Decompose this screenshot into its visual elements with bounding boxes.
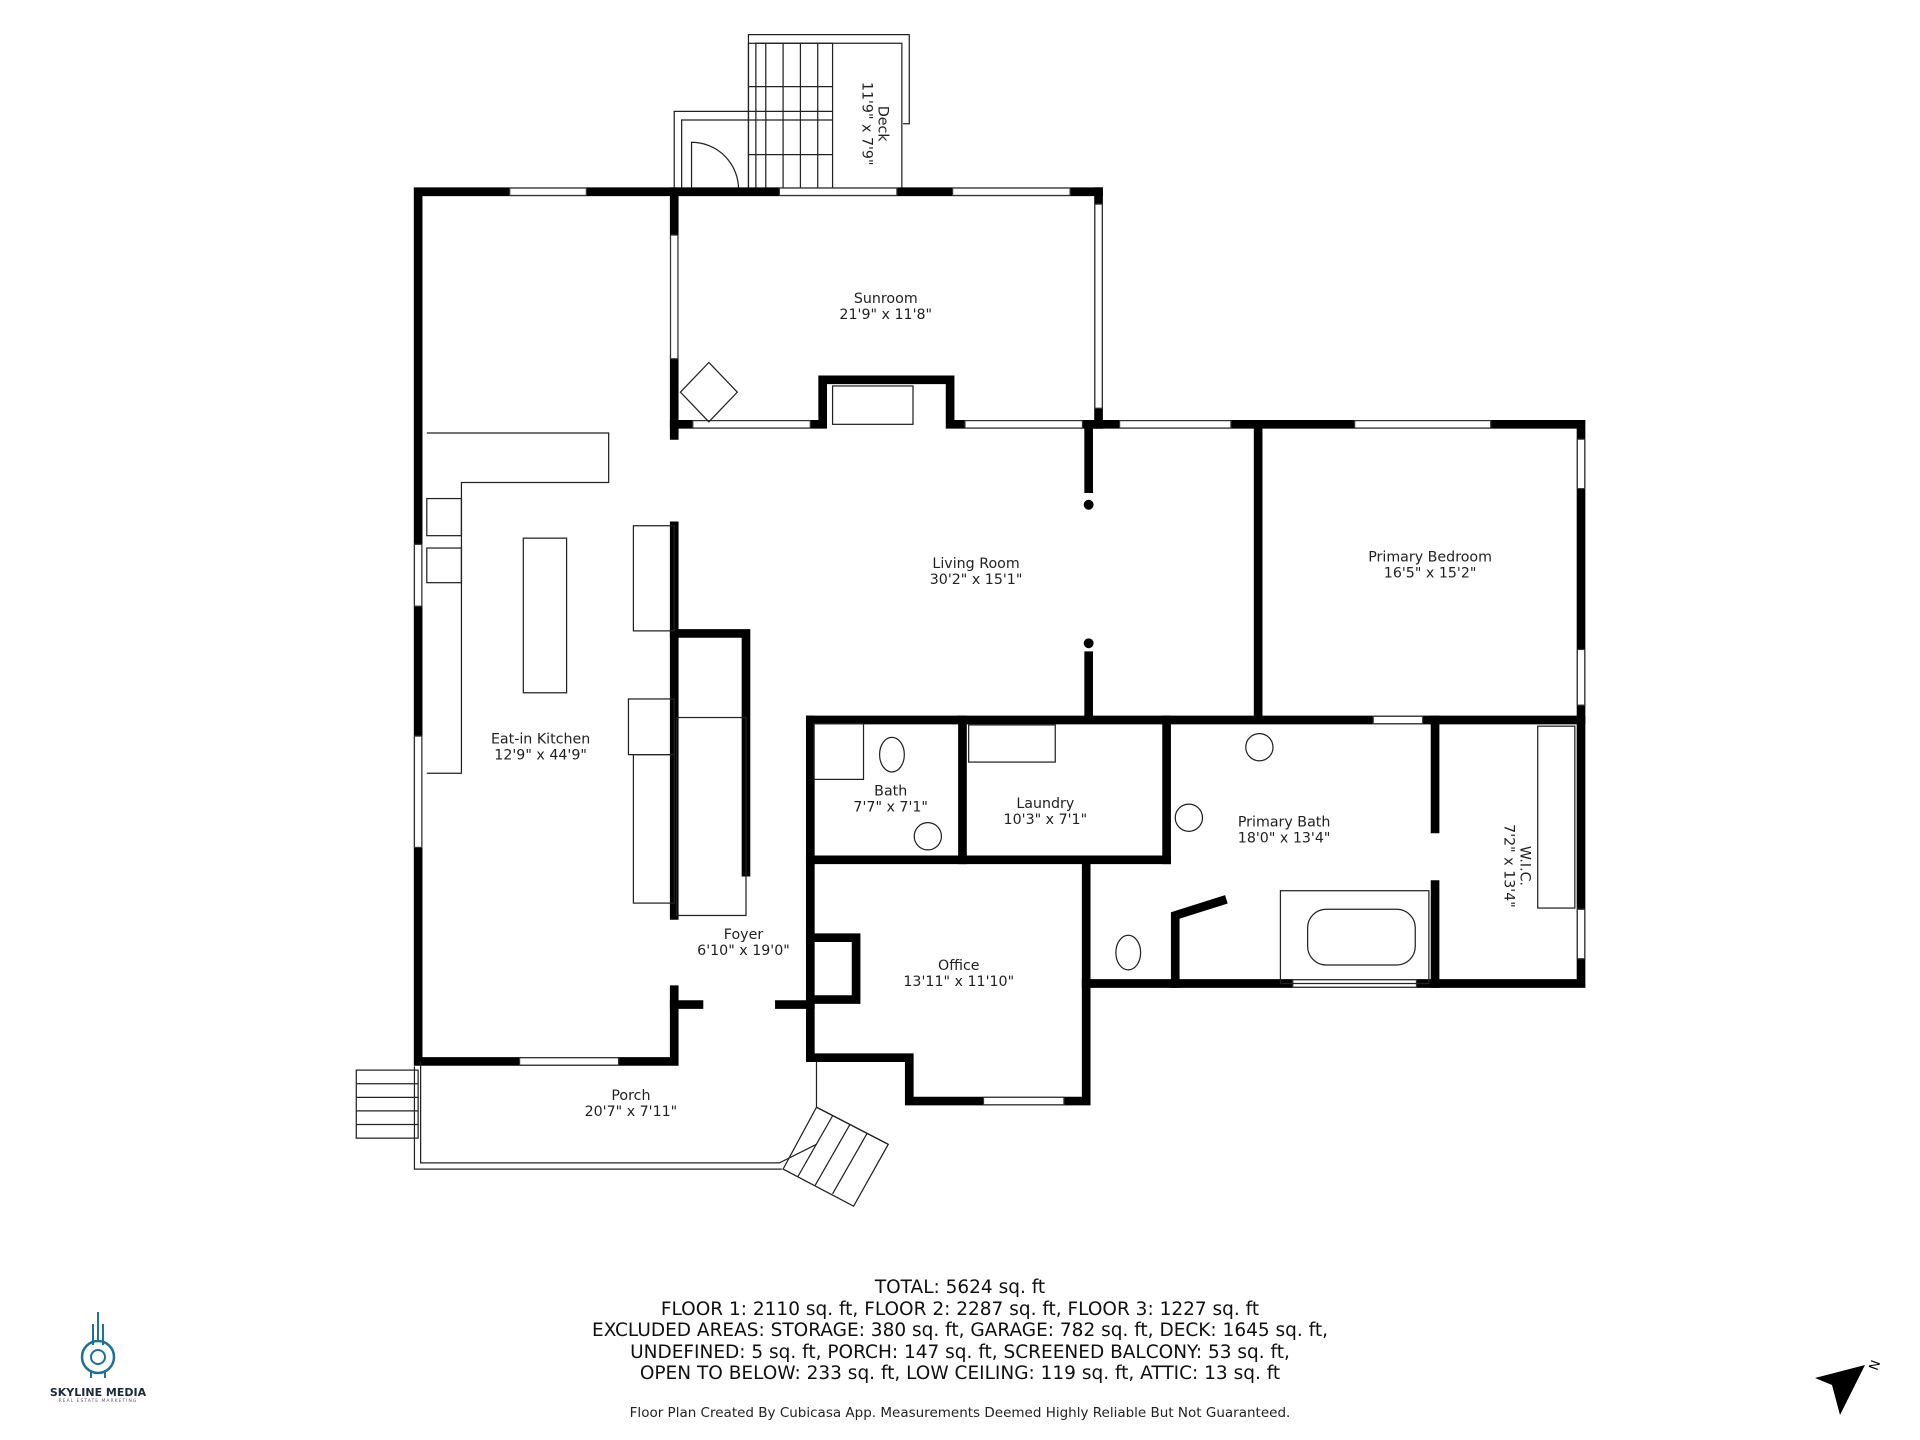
area-summary: TOTAL: 5624 sq. ft FLOOR 1: 2110 sq. ft,… xyxy=(0,1277,1920,1385)
stove-heater-icon xyxy=(679,361,739,423)
room-size: 21'9" x 11'8" xyxy=(839,307,932,323)
room-name: Primary Bedroom xyxy=(1368,550,1492,566)
bathtub-icon xyxy=(1307,908,1416,966)
room-name: Living Room xyxy=(932,556,1019,572)
room-size: 7'7" x 7'1" xyxy=(853,800,928,816)
porch-stairs-left xyxy=(355,1069,419,1139)
porch-stairs-right xyxy=(782,1106,890,1208)
kitchen-sink-icon xyxy=(426,547,463,584)
sink-icon xyxy=(1174,803,1204,832)
interior-stairs xyxy=(676,716,747,917)
room-size: 20'7" x 7'11" xyxy=(585,1104,678,1120)
disclaimer: Floor Plan Created By Cubicasa App. Meas… xyxy=(629,1405,1291,1421)
room-size: 30'2" x 15'1" xyxy=(930,572,1023,588)
floor-areas: FLOOR 1: 2110 sq. ft, FLOOR 2: 2287 sq. … xyxy=(660,1298,1260,1320)
walls xyxy=(413,187,1586,1106)
washer-dryer-icon xyxy=(968,724,1056,763)
svg-text:Deck: Deck xyxy=(874,106,890,143)
room-name: Sunroom xyxy=(854,291,918,307)
windows xyxy=(413,187,1586,1106)
room-name: Eat-in Kitchen xyxy=(491,732,590,748)
kitchen-island xyxy=(522,537,568,694)
sink-icon xyxy=(1245,732,1274,762)
room-labels: Deck 11'9" x 7'9" Sunroom 21'9" x 11'8" … xyxy=(491,82,1532,1120)
fixtures xyxy=(426,361,1576,985)
deck-door-icon xyxy=(690,141,740,192)
room-size: 13'11" x 11'10" xyxy=(903,974,1014,990)
column xyxy=(1083,499,1094,510)
deck-stairs xyxy=(747,42,834,193)
excluded-areas: EXCLUDED AREAS: STORAGE: 380 sq. ft, GAR… xyxy=(592,1320,1328,1341)
fireplace-icon xyxy=(831,385,914,425)
svg-text:11'9" x 7'9": 11'9" x 7'9" xyxy=(858,82,874,166)
shower-icon xyxy=(813,723,865,781)
skyline-media-logo: SKYLINE MEDIA REAL ESTATE MARKETING xyxy=(48,1310,148,1404)
column xyxy=(1083,638,1094,649)
logo-icon xyxy=(80,1312,116,1378)
room-size: 6'10" x 19'0" xyxy=(697,943,790,959)
sink-icon xyxy=(913,822,943,851)
room-name: Foyer xyxy=(724,927,764,943)
north-arrow-icon: N xyxy=(1810,1358,1890,1434)
excluded-areas-2: UNDEFINED: 5 sq. ft, PORCH: 147 sq. ft, … xyxy=(630,1341,1290,1363)
svg-text:7'2" x 13'4": 7'2" x 13'4" xyxy=(1500,824,1516,908)
room-name: Office xyxy=(938,958,980,974)
toilet-icon xyxy=(1115,934,1142,971)
total-area: TOTAL: 5624 sq. ft xyxy=(874,1277,1046,1298)
room-name: Primary Bath xyxy=(1238,814,1331,830)
room-name: Laundry xyxy=(1016,796,1074,812)
room-label-deck: Deck 11'9" x 7'9" xyxy=(858,82,890,166)
svg-text:W.I.C.: W.I.C. xyxy=(1516,846,1532,886)
room-size: 12'9" x 44'9" xyxy=(494,748,587,764)
room-label-wic: W.I.C. 7'2" x 13'4" xyxy=(1500,824,1532,908)
room-name: Bath xyxy=(874,783,907,799)
room-size: 18'0" x 13'4" xyxy=(1238,830,1331,846)
north-letter: N xyxy=(1867,1360,1884,1373)
room-size: 16'5" x 15'2" xyxy=(1384,566,1477,582)
porch xyxy=(355,1061,890,1208)
room-size: 10'3" x 7'1" xyxy=(1004,812,1088,828)
toilet-icon xyxy=(878,736,905,773)
excluded-areas-3: OPEN TO BELOW: 233 sq. ft, LOW CEILING: … xyxy=(639,1363,1281,1384)
room-name: Porch xyxy=(611,1088,650,1104)
stove-icon xyxy=(426,497,463,537)
